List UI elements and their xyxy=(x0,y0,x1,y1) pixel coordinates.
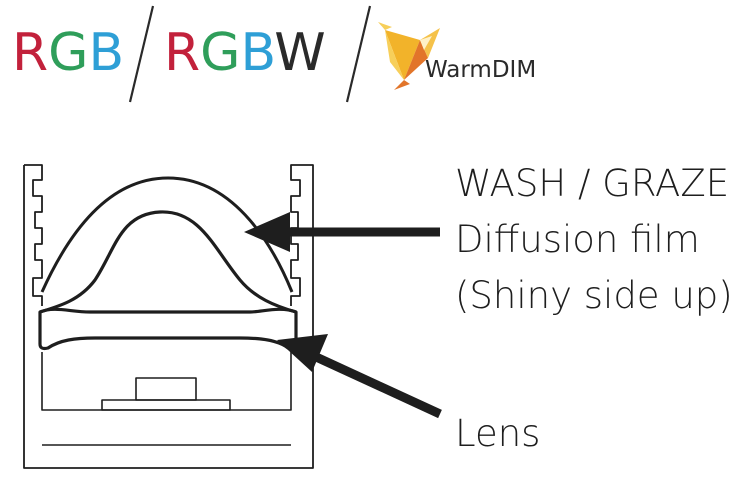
arrow-diffusion-head xyxy=(244,212,290,252)
label-shiny-side-up: (Shiny side up) xyxy=(455,274,733,317)
rgb-logo: RGB xyxy=(12,23,124,83)
led-strip xyxy=(101,399,231,411)
warmdim-logo: WarmDIM xyxy=(378,22,536,90)
separator-slash-2 xyxy=(345,5,372,103)
label-lens: Lens xyxy=(455,412,540,455)
wash-graze-dome xyxy=(40,176,294,293)
rgbw-r: R xyxy=(164,23,200,83)
led-chip xyxy=(135,377,197,401)
rgbw-b: B xyxy=(240,23,274,83)
rgb-b: B xyxy=(88,23,124,83)
profile-cross-section xyxy=(23,164,314,469)
rgb-g: G xyxy=(48,23,88,83)
warmdim-logo-text: WarmDIM xyxy=(425,57,536,83)
warmdim-burst-icon xyxy=(378,22,440,90)
lens-outline xyxy=(38,307,298,351)
arrow-lens-shaft xyxy=(312,351,442,419)
profile-outer-wall xyxy=(23,164,314,469)
profile-inner-cavity xyxy=(41,352,292,411)
arrow-diffusion xyxy=(244,212,440,252)
arrow-lens xyxy=(277,334,442,419)
rgbw-w: W xyxy=(274,23,325,83)
header-logos: RGB RGBW WarmDIM xyxy=(12,5,536,103)
separator-slash-1 xyxy=(128,5,155,103)
rgbw-logo: RGBW xyxy=(164,23,326,83)
rgb-r: R xyxy=(12,23,48,83)
label-diffusion-film: Diffusion film xyxy=(455,218,700,261)
rgbw-g: G xyxy=(200,23,240,83)
arrow-lens-head xyxy=(277,334,328,372)
diffusion-film-inner xyxy=(39,210,297,314)
label-wash-graze: WASH / GRAZE xyxy=(455,162,729,205)
